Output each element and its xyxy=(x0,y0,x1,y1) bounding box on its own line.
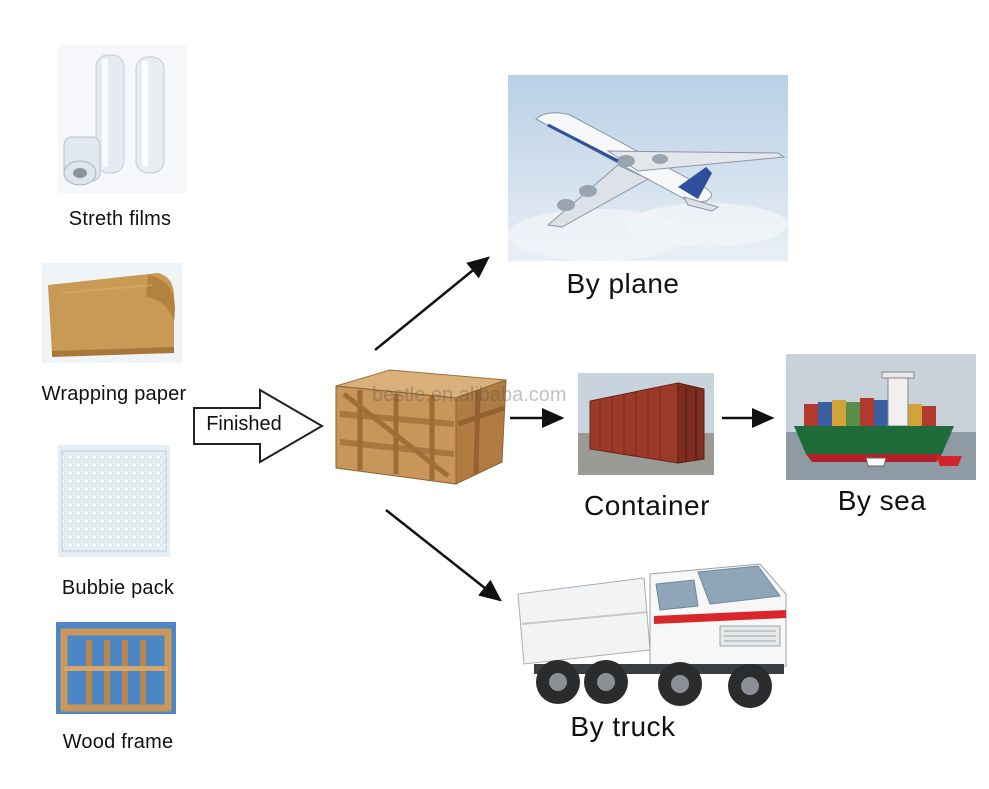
wrapping-paper-label: Wrapping paper xyxy=(41,383,187,405)
by-plane-label: By plane xyxy=(566,268,680,299)
wooden-crate-image xyxy=(330,364,508,486)
container-image xyxy=(578,373,714,475)
finished-label: Finished xyxy=(206,413,282,435)
bubble-pack-label: Bubbie pack xyxy=(61,577,175,599)
ship-image xyxy=(786,354,976,480)
bubble-pack-image xyxy=(58,445,170,557)
container-label: Container xyxy=(584,490,710,521)
arrow-to-plane xyxy=(374,256,490,351)
wood-frame-image xyxy=(56,622,176,714)
plane-image xyxy=(508,75,788,261)
stretch-films-image xyxy=(58,45,186,193)
truck-image xyxy=(514,554,792,714)
watermark-text: bestle.en.alibaba.com xyxy=(372,384,567,406)
wrapping-paper-image xyxy=(42,263,182,363)
wood-frame-label: Wood frame xyxy=(62,731,174,753)
stretch-films-label: Streth films xyxy=(68,208,172,230)
by-sea-label: By sea xyxy=(837,485,927,516)
arrow-to-truck xyxy=(385,509,502,602)
by-truck-label: By truck xyxy=(570,711,676,742)
finished-arrow xyxy=(192,388,326,464)
